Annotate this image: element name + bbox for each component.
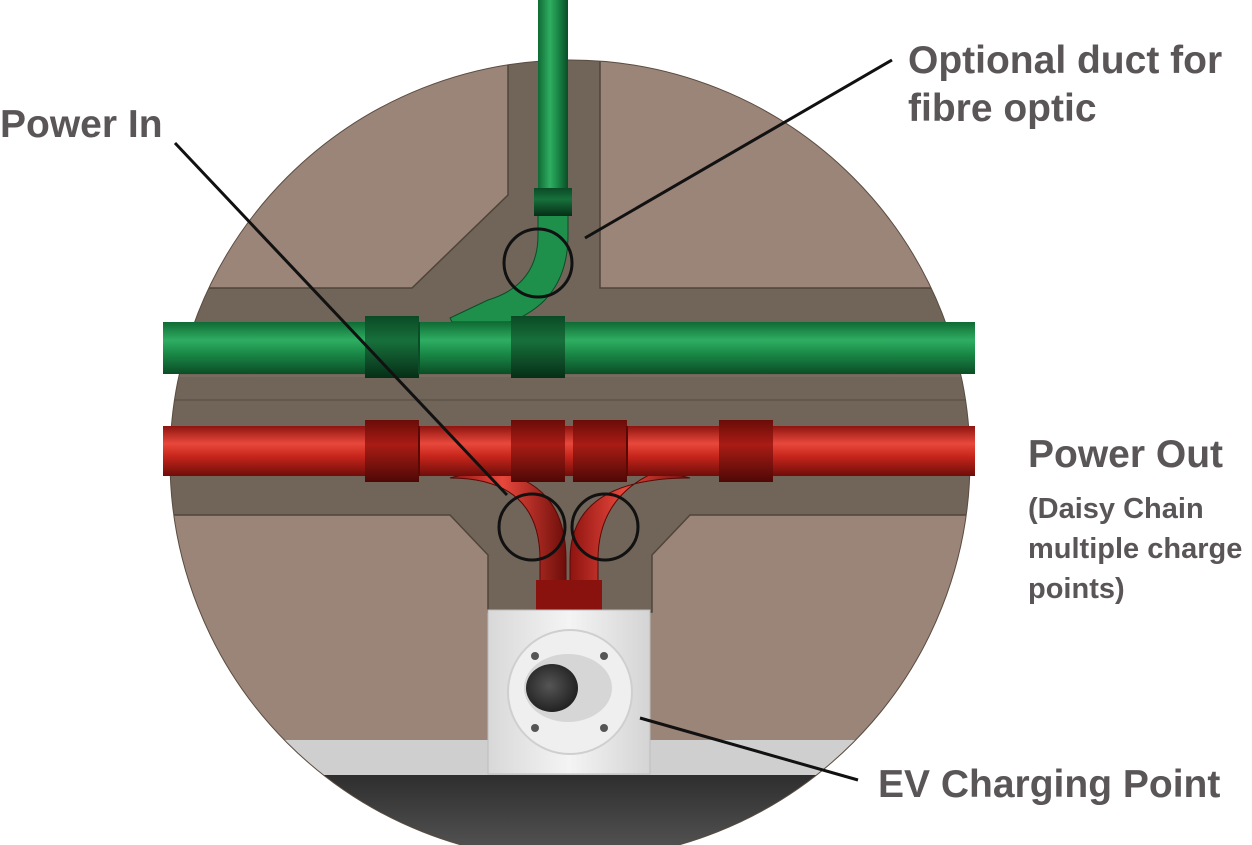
screw-icon xyxy=(600,652,608,660)
red-power-bends xyxy=(449,469,691,621)
leader-ev-charging-point xyxy=(639,716,859,782)
label-power-out-note-line1: (Daisy Chain xyxy=(1028,493,1204,525)
red-main-duct xyxy=(163,420,975,482)
green-main-duct xyxy=(163,316,975,378)
red-coupler xyxy=(365,420,419,482)
green-vertical-duct xyxy=(538,0,568,200)
green-coupler xyxy=(365,316,419,378)
red-coupler xyxy=(511,420,565,482)
label-ev-charging-point: EV Charging Point xyxy=(878,763,1220,806)
charging-point-hole xyxy=(526,664,578,712)
label-power-in: Power In xyxy=(0,103,163,146)
label-power-out-note-line3: points) xyxy=(1028,573,1125,605)
leader-power-in xyxy=(173,141,509,497)
red-coupler xyxy=(573,420,627,482)
highlight-power-out-bend xyxy=(570,492,640,562)
leader-optional-duct xyxy=(584,58,893,240)
screw-icon xyxy=(531,652,539,660)
screw-icon xyxy=(531,724,539,732)
green-coupler xyxy=(511,316,565,378)
screw-icon xyxy=(600,724,608,732)
red-coupler xyxy=(536,580,570,612)
red-horizontal-duct xyxy=(163,426,975,476)
red-coupler xyxy=(719,420,773,482)
highlight-fibre-bend xyxy=(502,227,574,299)
red-coupler xyxy=(568,580,602,612)
label-optional-duct-line2: fibre optic xyxy=(908,87,1097,130)
label-power-out-note-line2: multiple charge xyxy=(1028,533,1242,565)
label-optional-duct-line1: Optional duct for xyxy=(908,39,1222,82)
green-coupler xyxy=(534,188,572,216)
label-power-out: Power Out xyxy=(1028,433,1223,476)
highlight-power-in-bend xyxy=(497,492,567,562)
green-horizontal-duct xyxy=(163,322,975,374)
ev-charging-point xyxy=(487,609,651,775)
